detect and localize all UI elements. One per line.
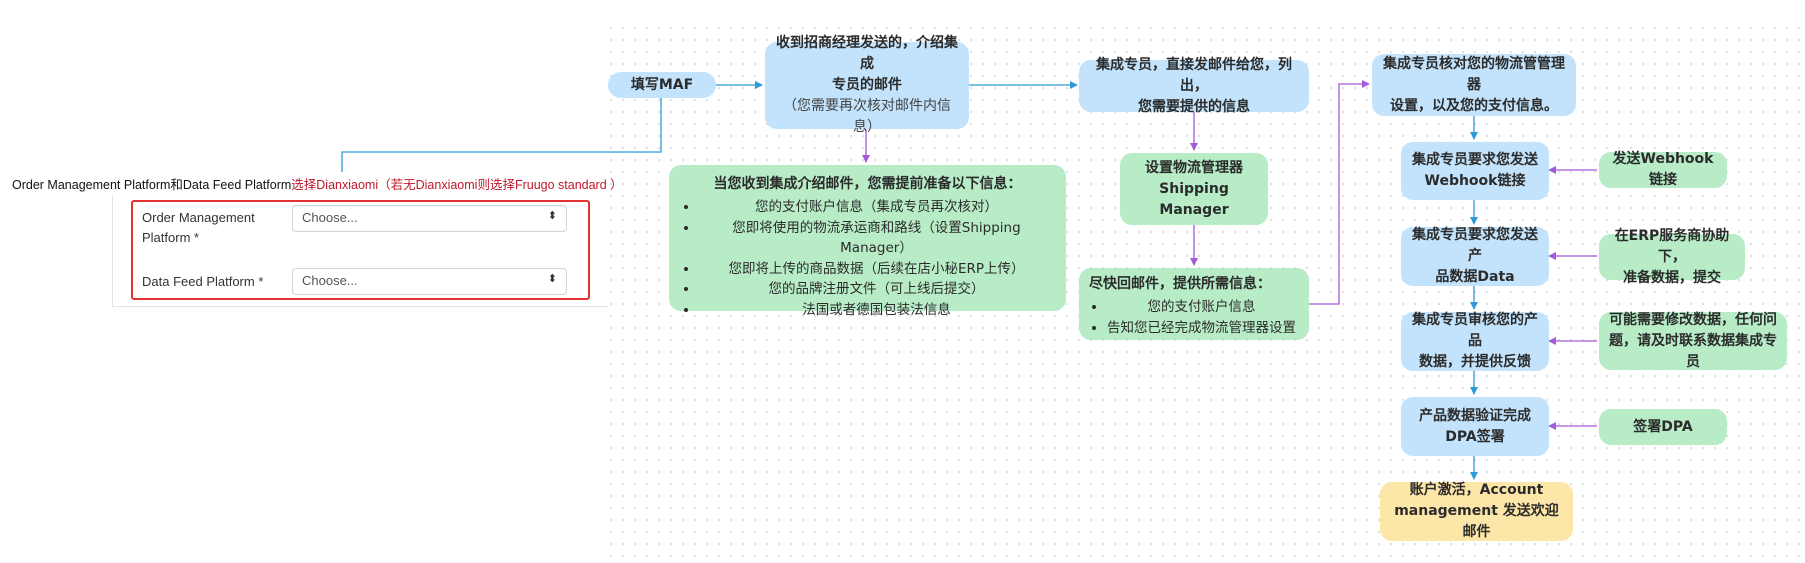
prepare-data-line2: 准备数据，提交 bbox=[1623, 269, 1721, 286]
specialist-email-line1: 集成专员，直接发邮件给您，列出， bbox=[1096, 56, 1292, 94]
reply-email-item: 告知您已经完成物流管理器设置 bbox=[1107, 318, 1296, 339]
reply-email-title: 尽快回邮件，提供所需信息： bbox=[1089, 276, 1271, 292]
data-review-line1: 集成专员审核您的产品 bbox=[1412, 312, 1538, 349]
node-data-request: 集成专员要求您发送产 品数据Data bbox=[1401, 227, 1549, 286]
reply-email-item: 您的支付账户信息 bbox=[1107, 297, 1296, 318]
order-platform-select[interactable]: Choose... ⬍ bbox=[292, 205, 567, 232]
node-intro-email: 收到招商经理发送的，介绍集成 专员的邮件 （您需要再次核对邮件内信息） bbox=[765, 35, 969, 135]
data-feed-platform-value: Choose... bbox=[302, 273, 358, 288]
data-review-line2: 数据，并提供反馈 bbox=[1419, 354, 1531, 370]
node-dpa: 产品数据验证完成 DPA签署 bbox=[1401, 397, 1549, 456]
node-data-review: 集成专员审核您的产品 数据，并提供反馈 bbox=[1401, 312, 1549, 371]
instruction-highlight: 选择Dianxiaomi（若无Dianxiaomi则选择Fruugo stand… bbox=[291, 178, 623, 192]
shipping-manager-line2: Shipping Manager bbox=[1159, 180, 1229, 218]
node-specialist-email: 集成专员，直接发邮件给您，列出， 您需要提供的信息 bbox=[1079, 57, 1309, 115]
specialist-check-line1: 集成专员核对您的物流管管理器 bbox=[1383, 55, 1565, 93]
node-fill-maf-text: 填写MAF bbox=[630, 76, 694, 93]
prepare-info-item: 您即将上传的商品数据（后续在店小秘ERP上传） bbox=[699, 259, 1054, 280]
node-reply-email: 尽快回邮件，提供所需信息： 您的支付账户信息 告知您已经完成物流管理器设置 bbox=[1079, 268, 1309, 340]
prepare-info-title: 当您收到集成介绍邮件，您需提前准备以下信息： bbox=[713, 176, 1022, 192]
node-fill-maf: 填写MAF bbox=[608, 72, 716, 98]
prepare-info-item: 法国或者德国包装法信息 bbox=[699, 300, 1054, 321]
sign-dpa-text: 签署DPA bbox=[1633, 418, 1693, 435]
order-platform-label: Order Management Platform * bbox=[142, 208, 255, 248]
data-feed-platform-select[interactable]: Choose... ⬍ bbox=[292, 268, 567, 295]
order-platform-label-line2: Platform * bbox=[142, 230, 200, 245]
intro-email-line2: 专员的邮件 bbox=[832, 77, 902, 93]
send-webhook-text: 发送Webhook链接 bbox=[1612, 151, 1714, 188]
platform-instruction: Order Management Platform和Data Feed Plat… bbox=[12, 174, 623, 193]
order-platform-label-line1: Order Management bbox=[142, 210, 255, 225]
prepare-info-item: 您的支付账户信息（集成专员再次核对） bbox=[699, 197, 1054, 218]
select-caret-icon: ⬍ bbox=[547, 273, 557, 285]
account-activation-line1: 账户激活，Account bbox=[1409, 482, 1544, 498]
node-sign-dpa: 签署DPA bbox=[1599, 409, 1727, 445]
reply-email-list: 您的支付账户信息 告知您已经完成物流管理器设置 bbox=[1089, 297, 1296, 338]
webhook-request-line2: Webhook链接 bbox=[1424, 173, 1526, 189]
select-caret-icon: ⬍ bbox=[547, 210, 557, 222]
prepare-data-line1: 在ERP服务商协助下， bbox=[1614, 227, 1730, 265]
specialist-email-line2: 您需要提供的信息 bbox=[1138, 98, 1250, 115]
node-prepare-info: 当您收到集成介绍邮件，您需提前准备以下信息： 您的支付账户信息（集成专员再次核对… bbox=[669, 165, 1066, 318]
account-activation-line2: management 发送欢迎邮件 bbox=[1394, 503, 1559, 540]
prepare-info-list: 您的支付账户信息（集成专员再次核对） 您即将使用的物流承运商和路线（设置Ship… bbox=[681, 197, 1054, 320]
instruction-prefix: Order Management Platform和Data Feed Plat… bbox=[12, 178, 292, 192]
modify-data-line2: 题，请及时联系数据集成专员 bbox=[1609, 332, 1777, 370]
prepare-info-item: 您即将使用的物流承运商和路线（设置Shipping Manager） bbox=[699, 218, 1054, 259]
data-feed-platform-label: Data Feed Platform * bbox=[142, 274, 264, 289]
node-specialist-check: 集成专员核对您的物流管管理器 设置，以及您的支付信息。 bbox=[1372, 54, 1576, 116]
intro-email-note: （您需要再次核对邮件内信息） bbox=[783, 98, 951, 135]
node-modify-data: 可能需要修改数据，任何问 题，请及时联系数据集成专员 bbox=[1599, 312, 1787, 370]
node-webhook-request: 集成专员要求您发送 Webhook链接 bbox=[1401, 142, 1549, 200]
node-send-webhook: 发送Webhook链接 bbox=[1599, 151, 1727, 188]
specialist-check-line2: 设置，以及您的支付信息。 bbox=[1390, 97, 1558, 114]
arrow-reply-to-check bbox=[1309, 80, 1370, 305]
intro-email-line1: 收到招商经理发送的，介绍集成 bbox=[776, 35, 958, 72]
node-shipping-manager: 设置物流管理器 Shipping Manager bbox=[1120, 153, 1268, 225]
order-platform-value: Choose... bbox=[302, 210, 358, 225]
prepare-info-item: 您的品牌注册文件（可上线后提交） bbox=[699, 279, 1054, 300]
data-request-line1: 集成专员要求您发送产 bbox=[1412, 227, 1538, 264]
webhook-request-line1: 集成专员要求您发送 bbox=[1412, 152, 1538, 168]
node-account-activation: 账户激活，Account management 发送欢迎邮件 bbox=[1380, 482, 1573, 541]
form-highlight-frame bbox=[131, 200, 590, 300]
dpa-line2: DPA签署 bbox=[1445, 428, 1505, 445]
dpa-line1: 产品数据验证完成 bbox=[1419, 407, 1531, 424]
modify-data-line1: 可能需要修改数据，任何问 bbox=[1609, 311, 1777, 328]
shipping-manager-line1: 设置物流管理器 bbox=[1145, 159, 1243, 176]
node-prepare-data: 在ERP服务商协助下， 准备数据，提交 bbox=[1599, 228, 1745, 286]
data-request-line2: 品数据Data bbox=[1435, 269, 1515, 285]
connector-note-to-maf bbox=[341, 98, 662, 172]
